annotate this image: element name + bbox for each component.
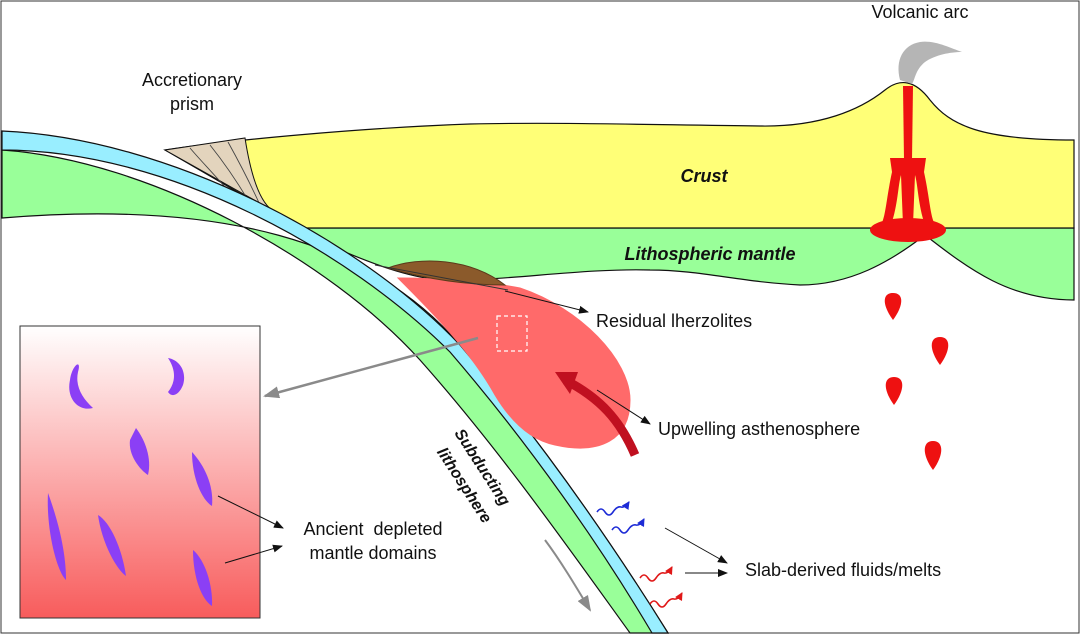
oceanic-crust xyxy=(1,130,670,634)
label-accretionary: Accretionary xyxy=(142,70,242,90)
label-crust: Crust xyxy=(680,166,728,186)
label-ancient-depleted: Ancient depleted xyxy=(303,519,442,539)
label-slab-fluids: Slab-derived fluids/melts xyxy=(745,560,941,580)
callout-ancient-upper xyxy=(217,495,284,529)
callout-arrows xyxy=(217,290,728,577)
lherzolite-base-line xyxy=(374,264,509,291)
callout-ancient-lower xyxy=(224,544,283,564)
sample-location-box xyxy=(496,315,528,352)
magma-drops xyxy=(884,293,949,470)
callout-residual-lherzolites xyxy=(504,290,589,314)
upwelling-arrow-head xyxy=(555,372,578,394)
callout-upwelling xyxy=(596,389,651,425)
fluid-arrow-blue-2 xyxy=(611,518,645,534)
asthenosphere-wedge xyxy=(396,277,631,449)
crust-layer xyxy=(163,82,1075,229)
inset-panel xyxy=(19,325,261,619)
label-upwelling-asthenosphere: Upwelling asthenosphere xyxy=(658,419,860,439)
residual-lherzolite-lens xyxy=(386,260,507,286)
slab-motion-arrow xyxy=(544,539,592,612)
depleted-domains xyxy=(47,358,213,606)
inset-pointer-arrow xyxy=(263,336,479,399)
fluid-arrow-red-1 xyxy=(639,566,673,582)
magma-conduit xyxy=(870,86,946,242)
callout-slab-fluids-upper xyxy=(664,527,728,564)
label-mantle-domains: mantle domains xyxy=(309,543,436,563)
label-lithospheric-mantle: Lithospheric mantle xyxy=(624,244,795,264)
fluid-arrow-blue-1 xyxy=(596,501,630,516)
volcanic-plume xyxy=(898,41,962,84)
slab-fluid-arrows xyxy=(596,501,683,608)
label-volcanic-arc: Volcanic arc xyxy=(871,2,968,22)
fluid-arrow-red-2 xyxy=(649,592,683,608)
label-prism: prism xyxy=(170,94,214,114)
upwelling-arrow-shaft xyxy=(562,375,640,457)
label-residual-lherzolites: Residual lherzolites xyxy=(596,311,752,331)
